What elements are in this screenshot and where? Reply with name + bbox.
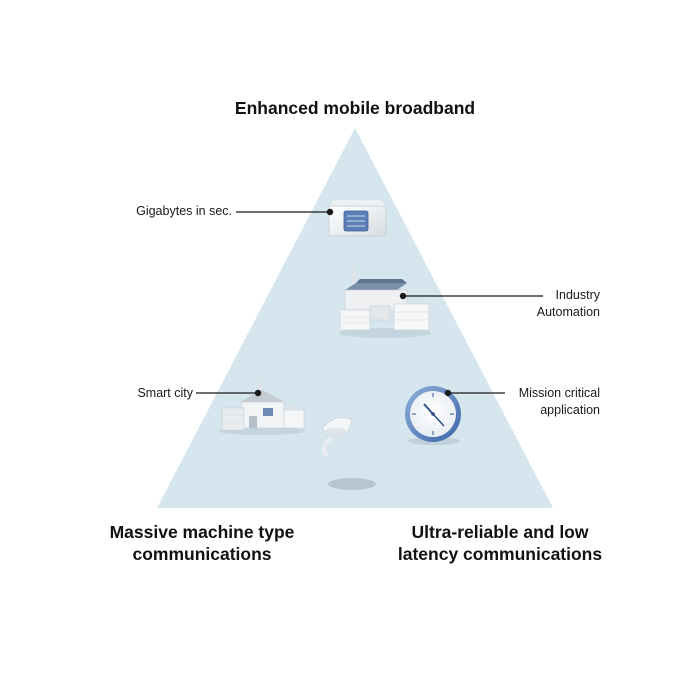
clock-icon [405, 386, 461, 445]
title-ultra-reliable-low-latency: Ultra-reliable and low latency communica… [378, 521, 622, 565]
label-mission-line-1: Mission critical [518, 386, 600, 400]
title-mmtc-line-2: communications [132, 544, 272, 564]
label-mission-line-2: application [540, 403, 600, 417]
label-industry-automation: Industry Automation [500, 287, 600, 321]
storage-box-icon [328, 200, 387, 237]
label-smart-city: Smart city [137, 386, 193, 400]
title-urllc-line-1: Ultra-reliable and low [411, 522, 589, 542]
title-enhanced-mobile-broadband: Enhanced mobile broadband [234, 98, 476, 118]
street-lamp-icon [321, 417, 376, 490]
factory-icon [339, 268, 431, 338]
label-gigabytes: Gigabytes in sec. [136, 204, 232, 218]
label-industry-line-1: Industry [555, 288, 600, 302]
label-mission-critical: Mission critical application [490, 385, 600, 419]
label-industry-line-2: Automation [536, 305, 600, 319]
title-mmtc-line-1: Massive machine type [109, 522, 295, 542]
smart-house-icon [218, 381, 306, 435]
callout-leader-lines [196, 208, 543, 397]
title-massive-machine-type: Massive machine type communications [92, 521, 312, 565]
title-urllc-line-2: latency communications [397, 544, 603, 564]
